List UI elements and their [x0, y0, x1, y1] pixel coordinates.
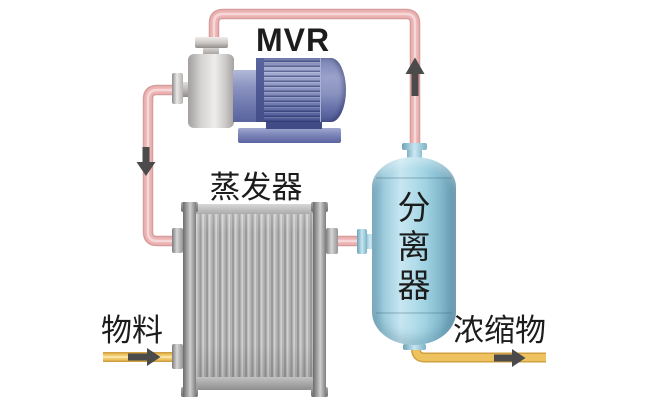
separator-weld-seam — [376, 177, 452, 179]
evaporator-frame-left — [183, 202, 196, 397]
compressor-label: MVR — [256, 22, 331, 58]
flow-arrow-down-icon — [136, 147, 156, 176]
feed-flow-arrow-icon — [128, 348, 161, 366]
separator-top-flange — [402, 143, 427, 150]
separator-inlet-nozzle-stem — [365, 234, 375, 249]
motor-finned-body — [264, 58, 322, 122]
separator-inlet-nozzle-flange — [357, 229, 367, 254]
concentrate-label: 浓缩物 — [453, 313, 546, 348]
feed-label: 物料 — [101, 313, 163, 348]
separator-bottom-flange — [403, 344, 426, 350]
motor-end-band — [256, 58, 265, 122]
separator-weld-seam — [376, 312, 452, 314]
evaporator-inlet-nozzle-flange-top — [172, 228, 183, 253]
evaporator-plate-pack — [196, 213, 313, 378]
evaporator-label: 蒸发器 — [209, 170, 303, 205]
separator-label: 分离器 — [393, 190, 430, 307]
flow-arrow-up-icon — [405, 57, 425, 96]
motor-feet — [266, 121, 322, 129]
separator-top-neck — [407, 147, 422, 159]
compressor-top-nozzle-stem — [203, 46, 219, 57]
motor-coupling — [233, 70, 257, 122]
evaporator-frame-right — [313, 202, 326, 397]
concentrate-flow-arrow-icon — [494, 349, 526, 367]
compressor-top-nozzle-flange — [195, 37, 228, 48]
evaporator-bottom-rail — [196, 377, 313, 390]
compressor-suction-nozzle-flange — [172, 73, 183, 104]
separator-shell — [372, 157, 456, 345]
evaporator-feed-nozzle-flange — [172, 344, 183, 369]
evaporator-outlet-nozzle-flange — [326, 228, 338, 254]
motor-front-cap — [321, 58, 346, 122]
evaporator-top-rail — [196, 204, 313, 214]
motor-base-plate — [238, 128, 341, 143]
vapor-pipe-compressor-to-separator — [208, 8, 421, 151]
compressor-casing — [188, 54, 234, 128]
